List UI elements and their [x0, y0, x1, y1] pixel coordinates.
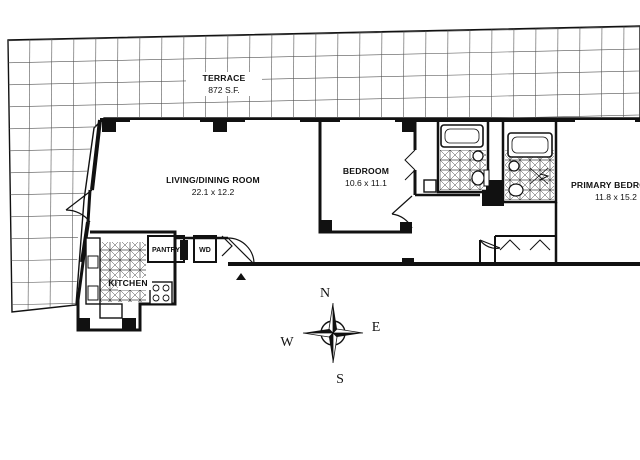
pantry-name: PANTRY — [152, 247, 180, 254]
toilet-1 — [471, 170, 485, 186]
refrigerator — [99, 303, 123, 319]
compass-rose — [302, 302, 364, 364]
compass-east: E — [372, 320, 381, 335]
living-room-dims: 22.1 x 12.2 — [192, 187, 235, 197]
terrace-door — [65, 189, 93, 223]
wd-name: WD — [199, 247, 211, 254]
kitchen-sink — [87, 285, 99, 301]
bedroom-dims: 10.6 x 11.1 — [345, 178, 387, 188]
terrace-size: 872 S.F. — [208, 85, 240, 95]
bathtub-2 — [507, 132, 553, 158]
living-room-name: LIVING/DINING ROOM — [166, 175, 260, 185]
bathtub-1 — [440, 124, 484, 148]
primary-bedroom-dims: 11.8 x 15.2 — [595, 192, 637, 202]
compass-west: W — [280, 335, 294, 350]
compass-south: S — [336, 372, 344, 387]
sink-1 — [472, 150, 484, 162]
terrace-outline — [7, 25, 640, 313]
kitchen-area — [85, 237, 173, 319]
wall-posts — [78, 120, 416, 330]
toilet-2 — [508, 183, 524, 197]
primary-bedroom-name: PRIMARY BEDROOM — [571, 180, 640, 190]
hall-closet — [499, 239, 551, 251]
entry-arrow — [236, 273, 246, 280]
entry-door — [227, 237, 255, 265]
compass-north: N — [320, 286, 330, 301]
stove — [149, 281, 173, 305]
dishwasher — [87, 255, 99, 269]
terrace-label-backing — [186, 72, 262, 96]
hall-door — [479, 239, 501, 249]
terrace-name: TERRACE — [203, 73, 246, 83]
bedroom-door — [391, 195, 413, 229]
bathroom-2 — [505, 132, 554, 200]
kitchen-name: KITCHEN — [108, 278, 148, 288]
bedroom-closet — [404, 149, 437, 193]
bedroom-name: BEDROOM — [343, 166, 389, 176]
pantry-wd — [147, 235, 233, 263]
sink-2 — [508, 160, 520, 172]
bathroom-1 — [440, 124, 490, 190]
